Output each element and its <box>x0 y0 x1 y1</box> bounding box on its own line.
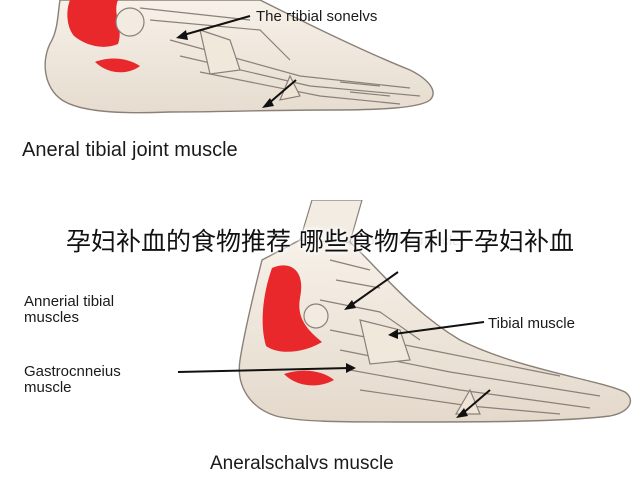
gastrocnneius-line: Gastrocnneius <box>24 363 121 380</box>
annerial-tibial-line: Annerial tibial <box>24 293 115 310</box>
top-caption: Aneral tibial joint muscle <box>22 139 238 161</box>
overlay-title: 孕妇补血的食物推荐 哪些食物有利于孕妇补血 <box>66 227 574 256</box>
bottom-muscle-red-2 <box>284 370 334 386</box>
bottom-foot-illustration <box>177 200 632 423</box>
bottom-caption: Aneralschalvs muscle <box>210 453 394 474</box>
bottom-right-label: Tibial muscle <box>488 315 575 332</box>
top-foot-illustration <box>44 0 434 114</box>
bottom-left-label-anterior: Annerial tibial muscles <box>24 294 114 326</box>
top-muscle-red-2 <box>95 58 140 73</box>
top-callout-label: The гtibial sonelvs <box>256 8 378 25</box>
muscles-line: muscles <box>24 308 80 326</box>
faint-background-label: Anterior tibial muscle <box>330 232 460 248</box>
top-muscle-red-1 <box>67 0 120 47</box>
bottom-left-label-gastrocnemius: Gastrocnneius muscle <box>24 364 121 396</box>
bottom-muscle-red-1 <box>262 265 322 352</box>
muscle-line: muscle <box>24 378 72 396</box>
bottom-foot-outline <box>238 239 632 423</box>
